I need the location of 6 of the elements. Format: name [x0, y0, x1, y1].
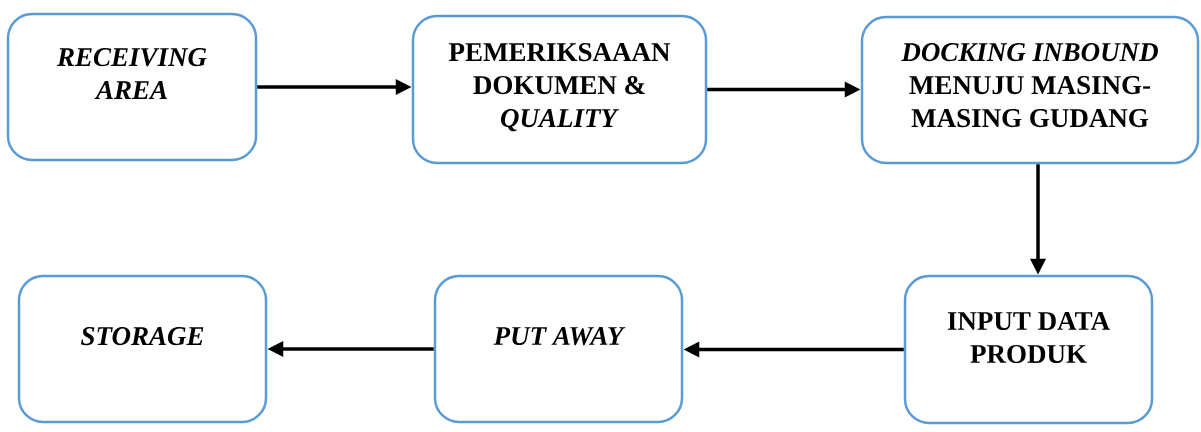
process-box: PUT AWAY [433, 274, 684, 424]
process-box: DOCKING INBOUND MENUJU MASING-MASING GUDANG [860, 15, 1200, 165]
process-box: INPUT DATA PRODUK [903, 274, 1154, 425]
process-box: STORAGE [17, 274, 268, 424]
process-box: RECEIVING AREA [6, 12, 258, 162]
process-box: PEMERIKSAAAN DOKUMEN & QUALITY [411, 14, 708, 165]
